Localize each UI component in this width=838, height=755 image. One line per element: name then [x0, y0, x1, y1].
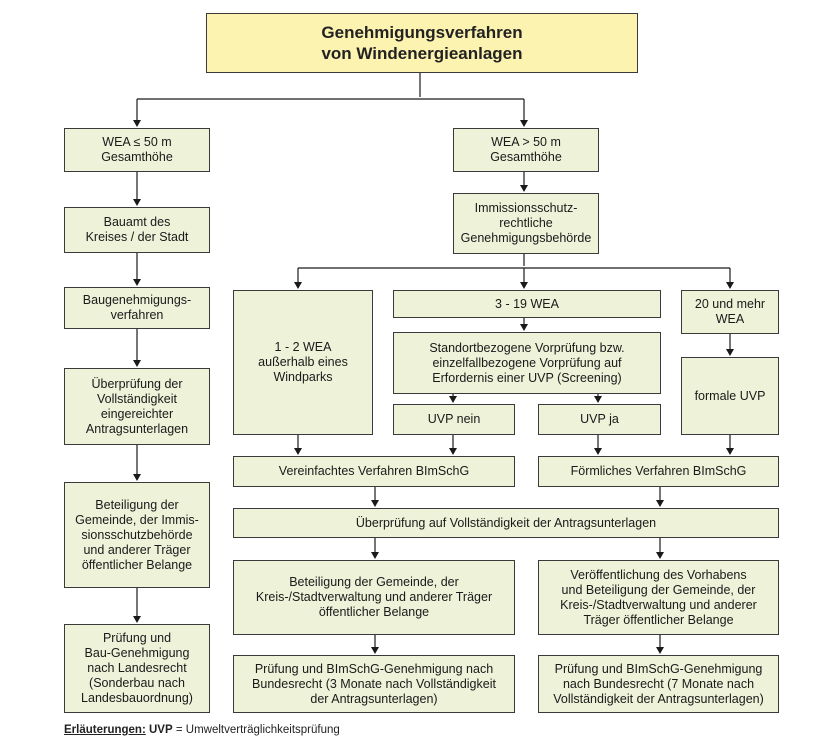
- legend-abbreviation: UVP: [149, 724, 173, 736]
- box-genehmigung-7-monate-text: Prüfung und BImSchG-Genehmigung nach Bun…: [553, 661, 764, 706]
- box-formale-uvp: formale UVP: [681, 357, 779, 435]
- box-veroeffentlichung: Veröffentlichung des Vorhabens und Betei…: [538, 560, 779, 635]
- box-wea-3-19: 3 - 19 WEA: [393, 290, 661, 318]
- box-wea-large-text: WEA > 50 m Gesamthöhe: [490, 135, 562, 164]
- box-wea-1-2-text: 1 - 2 WEA außerhalb eines Windparks: [258, 340, 348, 384]
- diagram-title: Genehmigungsverfahren von Windenergieanl…: [206, 13, 638, 73]
- box-uvp-nein-text: UVP nein: [427, 412, 481, 426]
- box-bauamt-text: Bauamt des Kreises / der Stadt: [85, 215, 189, 244]
- box-foermliches-verfahren-text: Förmliches Verfahren BImSchG: [570, 464, 747, 478]
- box-immissionsschutz-text: Immissionsschutz- rechtliche Genehmigung…: [460, 201, 592, 245]
- box-foermliches-verfahren: Förmliches Verfahren BImSchG: [538, 456, 779, 487]
- box-beteiligung-left: Beteiligung der Gemeinde, der Immis- sio…: [64, 482, 210, 588]
- box-vorpruefung-text: Standortbezogene Vorprüfung bzw. einzelf…: [429, 340, 625, 385]
- box-formale-uvp-text: formale UVP: [694, 388, 766, 403]
- box-bauamt: Bauamt des Kreises / der Stadt: [64, 207, 210, 253]
- box-wea-3-19-text: 3 - 19 WEA: [495, 296, 559, 311]
- box-vereinfachtes-verfahren: Vereinfachtes Verfahren BImSchG: [233, 456, 515, 487]
- box-pruefung-vollstaendigkeit-text: Überprüfung der Vollständigkeit eingerei…: [85, 376, 189, 436]
- legend-text: = Umweltverträglichkeitsprüfung: [172, 724, 340, 736]
- box-beteiligung-right-text: Beteiligung der Gemeinde, der Kreis-/Sta…: [255, 575, 493, 619]
- box-wea-small-text: WEA ≤ 50 m Gesamthöhe: [101, 135, 173, 164]
- box-uvp-ja: UVP ja: [538, 404, 661, 435]
- box-beteiligung-right: Beteiligung der Gemeinde, der Kreis-/Sta…: [233, 560, 515, 635]
- box-uvp-ja-text: UVP ja: [580, 412, 619, 426]
- box-baugenehmigung-text: Baugenehmigungs- verfahren: [82, 293, 192, 322]
- box-pruefung-bau: Prüfung und Bau-Genehmigung nach Landesr…: [64, 624, 210, 713]
- box-wea-large: WEA > 50 m Gesamthöhe: [453, 128, 599, 172]
- box-wea-20-text: 20 und mehr WEA: [694, 297, 766, 326]
- box-immissionsschutz: Immissionsschutz- rechtliche Genehmigung…: [453, 193, 599, 254]
- box-ueberpruefung-text: Überprüfung auf Vollständigkeit der Antr…: [355, 515, 657, 530]
- box-genehmigung-3-monate: Prüfung und BImSchG-Genehmigung nach Bun…: [233, 655, 515, 713]
- box-wea-20: 20 und mehr WEA: [681, 290, 779, 334]
- box-genehmigung-3-monate-text: Prüfung und BImSchG-Genehmigung nach Bun…: [252, 661, 496, 706]
- box-veroeffentlichung-text: Veröffentlichung des Vorhabens und Betei…: [560, 567, 757, 627]
- box-genehmigung-7-monate: Prüfung und BImSchG-Genehmigung nach Bun…: [538, 655, 779, 713]
- box-beteiligung-left-text: Beteiligung der Gemeinde, der Immis- sio…: [75, 497, 199, 572]
- box-ueberpruefung: Überprüfung auf Vollständigkeit der Antr…: [233, 508, 779, 538]
- box-vereinfachtes-verfahren-text: Vereinfachtes Verfahren BImSchG: [278, 464, 470, 478]
- diagram-title-text: Genehmigungsverfahren von Windenergieanl…: [321, 23, 523, 63]
- box-pruefung-bau-text: Prüfung und Bau-Genehmigung nach Landesr…: [81, 631, 193, 705]
- box-baugenehmigung: Baugenehmigungs- verfahren: [64, 287, 210, 329]
- box-vorpruefung: Standortbezogene Vorprüfung bzw. einzelf…: [393, 332, 661, 394]
- box-uvp-nein: UVP nein: [393, 404, 515, 435]
- box-pruefung-vollstaendigkeit: Überprüfung der Vollständigkeit eingerei…: [64, 368, 210, 445]
- legend-label: Erläuterungen:: [64, 724, 146, 736]
- legend: Erläuterungen: UVP = Umweltverträglichke…: [64, 724, 340, 736]
- box-wea-small: WEA ≤ 50 m Gesamthöhe: [64, 128, 210, 172]
- box-wea-1-2: 1 - 2 WEA außerhalb eines Windparks: [233, 290, 373, 435]
